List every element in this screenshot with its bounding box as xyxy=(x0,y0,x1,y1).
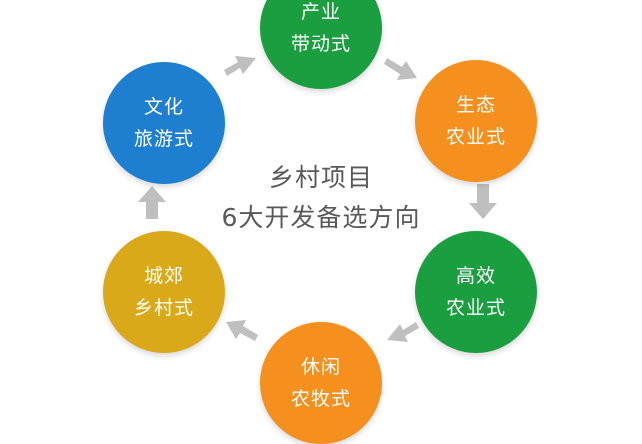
node-tourism-line2: 旅游式 xyxy=(133,128,194,150)
node-eco-line2: 农业式 xyxy=(445,126,506,148)
node-culture-tourism: 文化 旅游式 xyxy=(103,62,225,184)
node-industry-line2: 带动式 xyxy=(290,33,351,55)
arrow-leisure-to-suburb xyxy=(226,320,258,341)
node-eco-line1: 生态 xyxy=(455,94,496,116)
node-efficient-line2: 农业式 xyxy=(445,297,506,319)
center-title-line2: 6大开发备选方向 xyxy=(221,203,421,232)
node-industry-line1: 产业 xyxy=(300,1,341,23)
arrow-suburb-to-tourism xyxy=(138,186,166,219)
node-suburb-line1: 城郊 xyxy=(143,265,184,287)
node-suburban-village: 城郊 乡村式 xyxy=(103,231,225,353)
arrow-industry-to-eco xyxy=(384,58,417,80)
arrow-tourism-to-industry xyxy=(224,56,256,76)
center-title-line1: 乡村项目 xyxy=(268,163,373,192)
node-leisure-line2: 农牧式 xyxy=(290,388,351,410)
center-title: 乡村项目 6大开发备选方向 xyxy=(200,158,442,238)
flow-arrows xyxy=(138,56,497,342)
node-leisure-farming: 休闲 农牧式 xyxy=(260,322,382,444)
node-suburb-line2: 乡村式 xyxy=(133,297,194,319)
node-efficient-line1: 高效 xyxy=(455,265,496,287)
cycle-diagram: 产业 带动式 生态 农业式 高效 农业式 休闲 农牧式 城郊 乡村式 文化 旅游… xyxy=(103,0,537,444)
arrow-efficient-to-leisure xyxy=(387,322,419,342)
node-eco-agriculture: 生态 农业式 xyxy=(415,60,537,182)
node-tourism-line1: 文化 xyxy=(143,96,184,118)
node-leisure-line1: 休闲 xyxy=(300,356,341,378)
arrow-eco-to-efficient xyxy=(469,184,497,219)
node-efficient-agriculture: 高效 农业式 xyxy=(415,231,537,353)
